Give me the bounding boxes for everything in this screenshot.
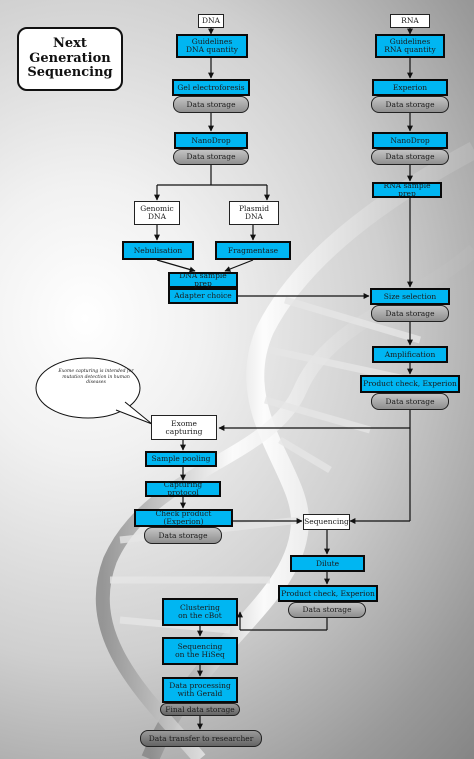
rna-nanodrop-box: NanoDrop [372,132,448,149]
rna-data-storage-2: Data storage [371,149,449,165]
adapter-choice-box: Adapter choice [168,288,238,304]
dna-sample-prep-box: DNA sample prep [168,272,238,288]
dna-header: DNA [198,14,224,28]
final-data-storage-box: Final data storage [160,703,240,716]
data-processing-gerald-box: Data processing with Gerald [162,677,238,703]
data-transfer-box: Data transfer to researcher [140,730,262,747]
rna-header: RNA [390,14,430,28]
exome-capturing-box: Exome capturing [151,415,217,440]
capturing-protocol-box: Capturing protocol [145,481,221,497]
check-product-experion-box: Check product (Experion) [134,509,233,527]
common-data-storage-3: Data storage [371,305,449,322]
dna-data-storage-2: Data storage [173,149,249,165]
rna-data-storage-1: Data storage [371,96,449,113]
sample-pooling-box: Sample pooling [145,451,217,467]
sequencing-data-storage: Data storage [288,602,366,618]
dna-nanodrop-box: NanoDrop [174,132,248,149]
dna-data-storage-1: Data storage [173,96,249,113]
fragmentase-box: Fragmentase [215,241,291,260]
amplification-box: Amplification [372,346,448,363]
sequencing-box: Sequencing [303,514,350,530]
common-data-storage-4: Data storage [371,393,449,410]
rna-sample-prep-box: RNA sample prep [372,182,442,198]
dilute-box: Dilute [290,555,365,572]
dna-gel-electroforesis-box: Gel electroforesis [172,79,250,96]
size-selection-box: Size selection [370,288,450,305]
exome-callout-text: Exome capturing is intended for mutation… [58,369,134,386]
exome-data-storage: Data storage [144,527,222,544]
plasmid-dna-box: Plasmid DNA [229,201,279,225]
product-check-experion-box-2: Product check, Experion [278,585,378,602]
diagram-title: Next Generation Sequencing [17,27,123,91]
product-check-experion-box: Product check, Experion [360,375,460,393]
nebulisation-box: Nebulisation [122,241,194,260]
clustering-cbot-box: Clustering on the cBot [162,598,238,626]
sequencing-hiseq-box: Sequencing on the HiSeq [162,637,238,665]
dna-guidelines-box: Guidelines DNA quantity [176,34,248,58]
rna-experion-box: Experion [372,79,448,96]
rna-guidelines-box: Guidelines RNA quantity [375,34,445,58]
genomic-dna-box: Genomic DNA [134,201,180,225]
